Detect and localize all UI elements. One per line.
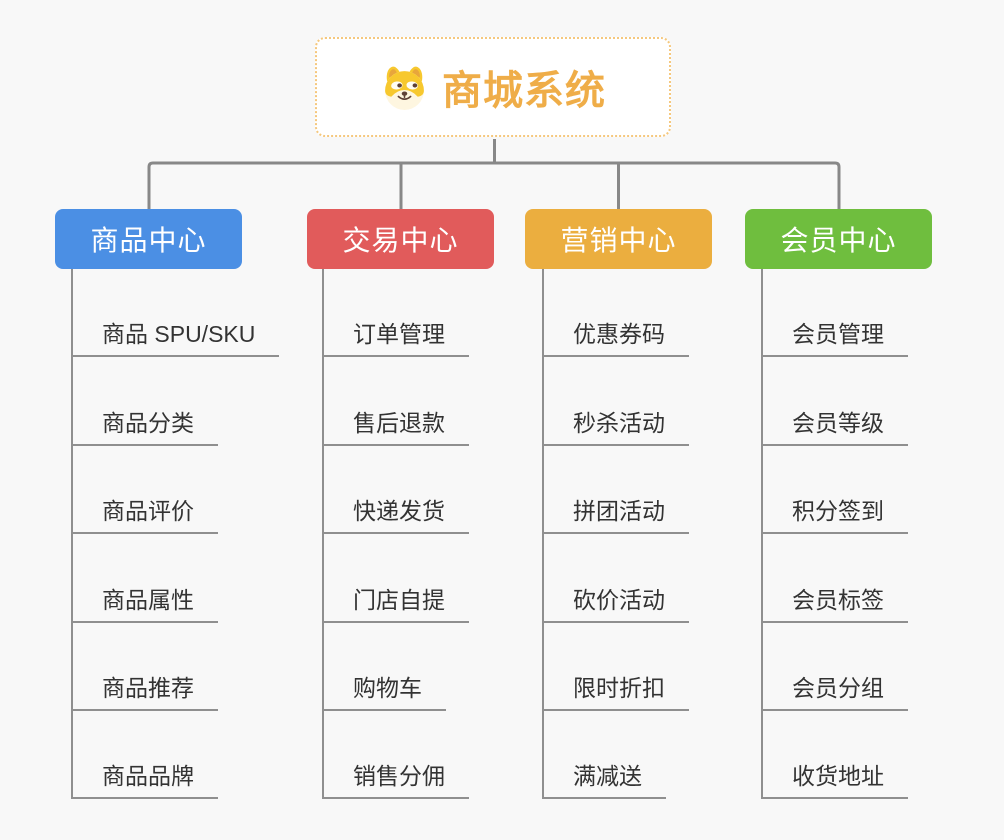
subtopic[interactable]: 会员等级 bbox=[763, 357, 908, 446]
subtopic[interactable]: 收货地址 bbox=[763, 711, 908, 800]
subtopic[interactable]: 积分签到 bbox=[763, 446, 908, 535]
root-topic-title: 商城系统 bbox=[442, 69, 606, 113]
doge-icon bbox=[385, 66, 424, 110]
branch-trade-center[interactable]: 交易中心 bbox=[307, 209, 494, 269]
subtopic[interactable]: 会员分组 bbox=[763, 623, 908, 711]
subtopic[interactable]: 满减送 bbox=[544, 711, 689, 800]
subtopic[interactable]: 订单管理 bbox=[324, 269, 469, 358]
subtopic[interactable]: 砍价活动 bbox=[544, 534, 689, 623]
subtopic[interactable]: 秒杀活动 bbox=[544, 357, 689, 446]
subtopic[interactable]: 商品分类 bbox=[73, 357, 279, 446]
subtopic[interactable]: 售后退款 bbox=[324, 357, 469, 446]
branch-label: 营销中心 bbox=[560, 225, 677, 256]
branch-label: 商品中心 bbox=[90, 225, 207, 256]
subtopic[interactable]: 拼团活动 bbox=[544, 446, 689, 535]
subtopic[interactable]: 销售分佣 bbox=[324, 711, 469, 800]
branch-children-column: 优惠券码 秒杀活动 拼团活动 砍价活动 限时折扣 满减送 bbox=[542, 269, 689, 800]
root-topic[interactable]: 商城系统 bbox=[315, 37, 671, 137]
branch-product-center[interactable]: 商品中心 bbox=[55, 209, 242, 269]
subtopic[interactable]: 门店自提 bbox=[324, 534, 469, 623]
subtopic[interactable]: 购物车 bbox=[324, 623, 469, 711]
branch-children-column: 商品 SPU/SKU 商品分类 商品评价 商品属性 商品推荐 商品品牌 bbox=[71, 269, 280, 800]
branch-children-column: 订单管理 售后退款 快递发货 门店自提 购物车 销售分佣 bbox=[322, 269, 469, 800]
branch-member-center[interactable]: 会员中心 bbox=[745, 209, 932, 269]
subtopic[interactable]: 商品属性 bbox=[73, 534, 279, 623]
branch-children-column: 会员管理 会员等级 积分签到 会员标签 会员分组 收货地址 bbox=[761, 269, 908, 800]
branch-marketing-center[interactable]: 营销中心 bbox=[525, 209, 712, 269]
subtopic[interactable]: 优惠券码 bbox=[544, 269, 689, 358]
subtopic[interactable]: 商品品牌 bbox=[73, 711, 279, 800]
subtopic[interactable]: 快递发货 bbox=[324, 446, 469, 535]
subtopic[interactable]: 商品评价 bbox=[73, 446, 279, 535]
branch-label: 会员中心 bbox=[780, 225, 897, 256]
subtopic[interactable]: 商品推荐 bbox=[73, 623, 279, 711]
subtopic[interactable]: 商品 SPU/SKU bbox=[73, 269, 280, 358]
subtopic[interactable]: 会员标签 bbox=[763, 534, 908, 623]
branch-label: 交易中心 bbox=[342, 225, 459, 256]
subtopic[interactable]: 限时折扣 bbox=[544, 623, 689, 711]
subtopic[interactable]: 会员管理 bbox=[763, 269, 908, 358]
